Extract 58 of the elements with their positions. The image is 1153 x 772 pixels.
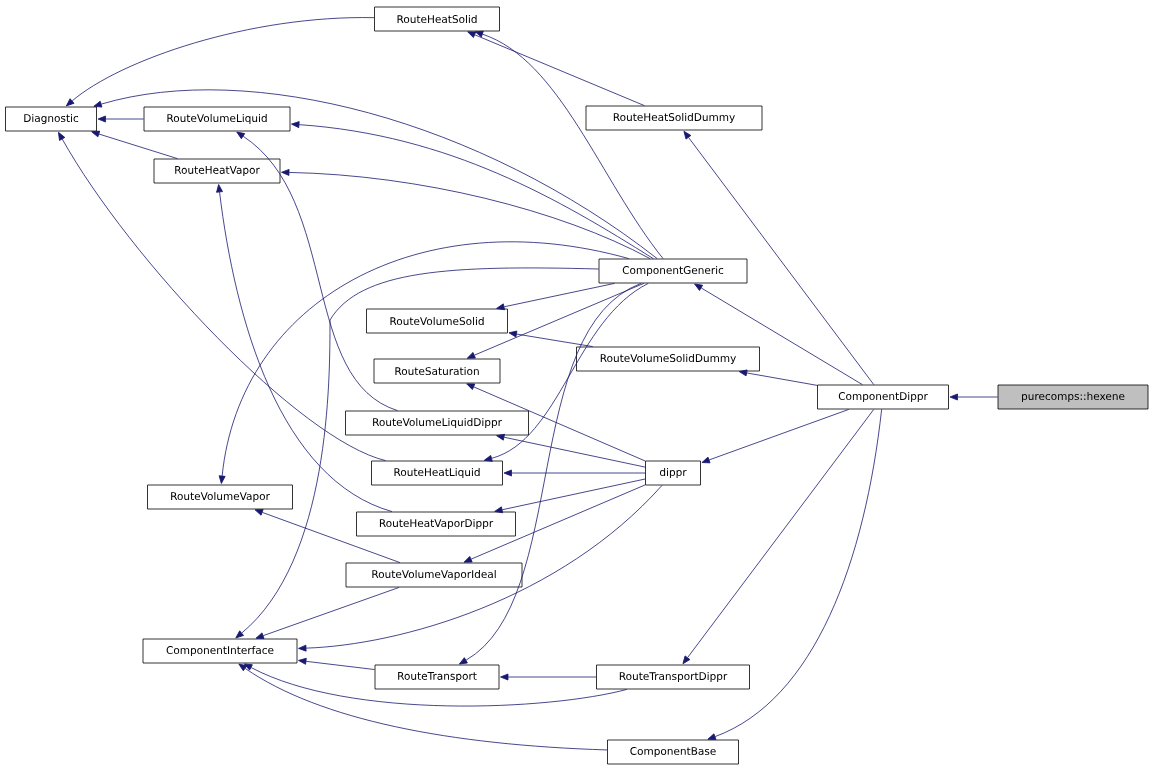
inheritance-arrow	[58, 131, 386, 461]
class-box: RouteHeatVapor	[153, 158, 281, 184]
inheritance-arrow	[500, 673, 597, 681]
inheritance-arrow	[255, 587, 400, 639]
inheritance-arrow	[474, 30, 664, 259]
inheritance-arrow	[254, 509, 401, 563]
inheritance-arrow	[93, 89, 658, 259]
inheritance-arrow	[508, 330, 594, 347]
inheritance-arrow	[503, 469, 646, 477]
inheritance-arrow	[466, 383, 646, 462]
inheritance-arrow	[218, 241, 630, 484]
class-box: RouteHeatLiquid	[371, 460, 503, 486]
class-box: RouteHeatVaporDippr	[356, 511, 516, 537]
class-box: RouteHeatSolidDummy	[585, 105, 763, 131]
inheritance-arrow	[216, 184, 393, 512]
inheritance-arrow	[97, 115, 144, 123]
inheritance-arrow	[463, 484, 646, 563]
inheritance-arrow	[65, 17, 375, 107]
inheritance-arrow	[235, 267, 599, 639]
inheritance-arrow	[483, 283, 649, 462]
class-box: RouteVolumeVapor	[147, 484, 293, 510]
inheritance-arrow	[682, 409, 875, 665]
inheritance-arrow	[236, 131, 398, 411]
inheritance-arrow	[459, 283, 642, 665]
class-box: RouteHeatSolid	[374, 6, 500, 32]
inheritance-arrow	[694, 283, 863, 385]
inheritance-arrow	[494, 478, 646, 514]
inheritance-arrow	[467, 31, 645, 106]
inheritance-arrow	[496, 283, 615, 311]
class-box: purecomps::hexene	[997, 384, 1149, 410]
class-box: RouteTransportDippr	[596, 664, 750, 690]
inheritance-arrow	[238, 663, 608, 751]
inheritance-arrow	[738, 369, 818, 386]
class-box: dippr	[645, 460, 701, 486]
inheritance-arrow	[298, 485, 663, 652]
class-box: RouteVolumeVaporIdeal	[345, 562, 523, 588]
class-box: RouteSaturation	[373, 358, 501, 384]
inheritance-arrow	[466, 283, 645, 359]
class-box: RouteVolumeSolid	[366, 308, 508, 334]
inheritance-arrow	[707, 409, 883, 740]
class-box: Diagnostic	[5, 106, 97, 132]
class-box: RouteVolumeSolidDummy	[576, 346, 760, 372]
inheritance-arrow	[243, 663, 628, 707]
class-box: RouteTransport	[374, 664, 500, 690]
inheritance-arrow	[683, 130, 875, 385]
inheritance-arrow	[291, 121, 654, 259]
inheritance-arrow	[949, 393, 998, 401]
class-box: ComponentInterface	[142, 638, 298, 664]
class-box: ComponentDippr	[817, 384, 949, 410]
inheritance-arrow	[281, 169, 651, 259]
class-box: RouteVolumeLiquidDippr	[345, 410, 529, 436]
class-box: ComponentBase	[607, 739, 739, 765]
inheritance-arrow	[298, 657, 375, 670]
class-box: ComponentGeneric	[598, 258, 748, 284]
inheritance-arrow	[701, 409, 850, 464]
class-box: RouteVolumeLiquid	[143, 106, 291, 132]
inheritance-arrow	[91, 130, 178, 159]
inheritance-arrow	[496, 433, 646, 468]
